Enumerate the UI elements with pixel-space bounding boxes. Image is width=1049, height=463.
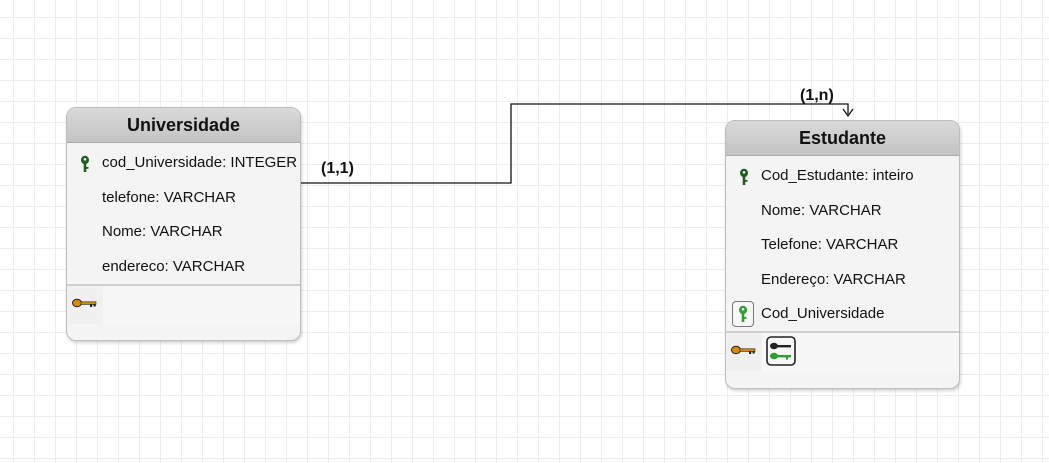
attribute-row[interactable]: Telefone: VARCHAR <box>726 228 959 263</box>
index-empty-cell <box>103 286 300 324</box>
attribute-row[interactable]: Nome: VARCHAR <box>726 194 959 229</box>
attribute-label: Nome: VARCHAR <box>761 201 882 219</box>
primary-key-icon <box>740 168 748 185</box>
primary-key-icon <box>81 155 89 172</box>
attribute-label: Telefone: VARCHAR <box>761 236 899 253</box>
attribute-row[interactable]: Endereço: VARCHAR <box>726 263 959 298</box>
key-index-icon <box>731 345 756 355</box>
attribute-row[interactable]: Nome: VARCHAR <box>67 215 300 250</box>
attribute-row[interactable]: endereco: VARCHAR <box>67 250 300 285</box>
index-cell[interactable] <box>726 333 763 371</box>
relationship-line[interactable] <box>300 103 849 184</box>
entity-universidade[interactable]: Universidade cod_Universidade: INTEGER t… <box>66 107 301 341</box>
index-cell-fk <box>762 333 959 371</box>
arrow-head <box>842 108 854 118</box>
attribute-label: telefone: VARCHAR <box>102 188 236 206</box>
attribute-label: Cod_Estudante: inteiro <box>761 167 914 184</box>
attribute-label: Nome: VARCHAR <box>102 223 223 240</box>
entity-index-footer <box>726 331 959 371</box>
attribute-row[interactable]: Cod_Universidade <box>726 297 959 332</box>
attribute-label: Endereço: VARCHAR <box>761 270 906 288</box>
entity-estudante[interactable]: Estudante Cod_Estudante: inteiro Nome: V… <box>725 120 960 389</box>
entity-index-footer <box>67 284 300 324</box>
entity-title: Estudante <box>726 121 959 156</box>
attribute-row[interactable]: Cod_Estudante: inteiro <box>726 159 959 194</box>
attribute-row[interactable]: telefone: VARCHAR <box>67 181 300 216</box>
foreign-key-icon <box>732 301 754 327</box>
cardinality-to: (1,n) <box>800 87 834 104</box>
attribute-row[interactable]: cod_Universidade: INTEGER <box>67 146 300 181</box>
attribute-label: cod_Universidade: INTEGER <box>102 154 298 171</box>
cardinality-from: (1,1) <box>321 160 354 177</box>
key-index-icon <box>72 298 97 308</box>
index-cell[interactable] <box>67 286 104 324</box>
attribute-label: Cod_Universidade <box>761 305 885 322</box>
foreign-key-index-icon[interactable] <box>766 336 796 366</box>
entity-title: Universidade <box>67 108 300 143</box>
attribute-label: endereco: VARCHAR <box>102 257 246 275</box>
